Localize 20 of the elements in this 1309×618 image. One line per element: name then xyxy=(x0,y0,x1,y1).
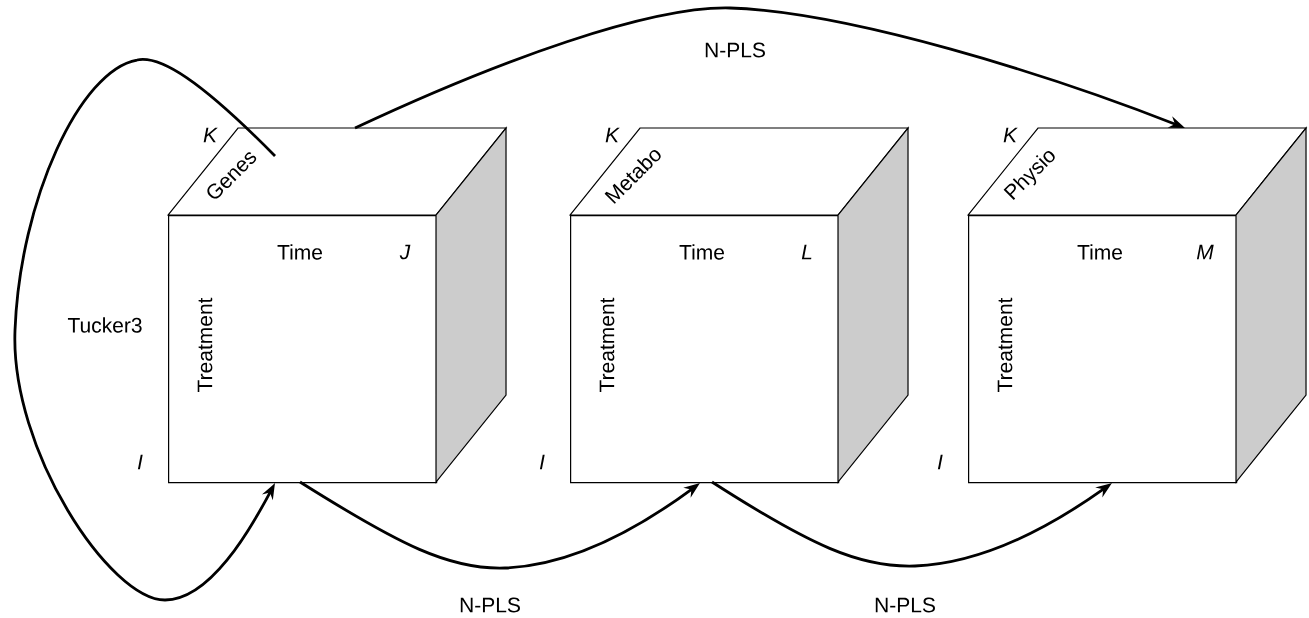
edge-label: N-PLS xyxy=(457,595,523,615)
dimension-letter: K xyxy=(605,127,620,143)
edge-label: N-PLS xyxy=(702,40,768,60)
dimension-letter: I xyxy=(137,454,143,470)
dimension-letter: M xyxy=(1196,244,1214,260)
dimension-letter: L xyxy=(801,244,812,260)
dimension-letter: I xyxy=(937,454,943,470)
arrow xyxy=(13,58,276,602)
dimension-letter: K xyxy=(1003,127,1018,143)
dimension-letter: K xyxy=(203,127,218,143)
axis-label: Treatment xyxy=(997,297,1013,392)
dimension-letter: I xyxy=(539,454,545,470)
axis-label: Treatment xyxy=(197,297,213,392)
edge-label: Tucker3 xyxy=(65,315,145,335)
axis-label: Time xyxy=(1077,244,1122,260)
dimension-letter: J xyxy=(399,244,411,260)
axis-label: Treatment xyxy=(599,297,615,392)
axis-label: Time xyxy=(277,244,322,260)
edge-label: N-PLS xyxy=(872,595,938,615)
axis-label: Time xyxy=(679,244,724,260)
